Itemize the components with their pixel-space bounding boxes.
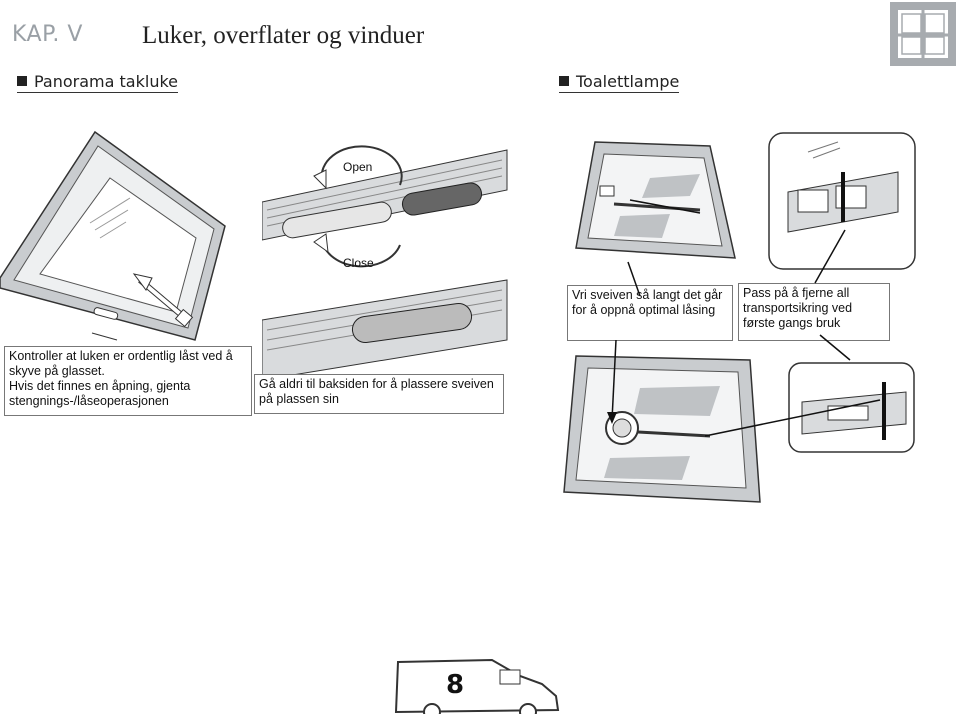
crank-back-note: Gå aldri til baksiden for å plassere sve… bbox=[254, 374, 504, 414]
transport-lock-detail-bottom bbox=[788, 362, 916, 454]
note-line: Kontroller at luken er ordentlig låst ve… bbox=[9, 349, 233, 378]
close-label: Close bbox=[343, 256, 374, 270]
note-line: Pass på å fjerne all transportsikring ve… bbox=[743, 286, 853, 330]
note-line: Vri sveiven så langt det går for å oppnå… bbox=[572, 288, 723, 317]
crank-open-close-illustration bbox=[261, 130, 522, 381]
square-bullet-icon bbox=[17, 76, 27, 86]
window-chapter-icon bbox=[890, 2, 956, 66]
toilet-lamp-top-illustration bbox=[570, 138, 750, 270]
square-bullet-icon bbox=[559, 76, 569, 86]
open-label: Open bbox=[343, 160, 373, 174]
note-line: Gå aldri til baksiden for å plassere sve… bbox=[259, 377, 494, 406]
section-heading-label: Panorama takluke bbox=[34, 72, 178, 91]
motorhome-icon bbox=[392, 656, 562, 719]
note-line: Hvis det finnes en åpning, gjenta stengn… bbox=[9, 379, 191, 408]
transport-lock-detail-top bbox=[768, 132, 918, 272]
remove-transport-note: Pass på å fjerne all transportsikring ve… bbox=[738, 283, 890, 341]
check-hatch-note: Kontroller at luken er ordentlig låst ve… bbox=[4, 346, 252, 416]
chapter-label: KAP. V bbox=[12, 22, 83, 47]
page-title: Luker, overflater og vinduer bbox=[142, 22, 425, 49]
section-heading-toilet-lamp: Toalettlampe bbox=[559, 72, 680, 93]
page-number: 8 bbox=[446, 670, 465, 700]
panorama-hatch-illustration bbox=[0, 128, 250, 346]
section-heading-panorama: Panorama takluke bbox=[17, 72, 178, 93]
turn-crank-note: Vri sveiven så langt det går for å oppnå… bbox=[567, 285, 733, 341]
section-heading-label: Toalettlampe bbox=[576, 72, 680, 91]
